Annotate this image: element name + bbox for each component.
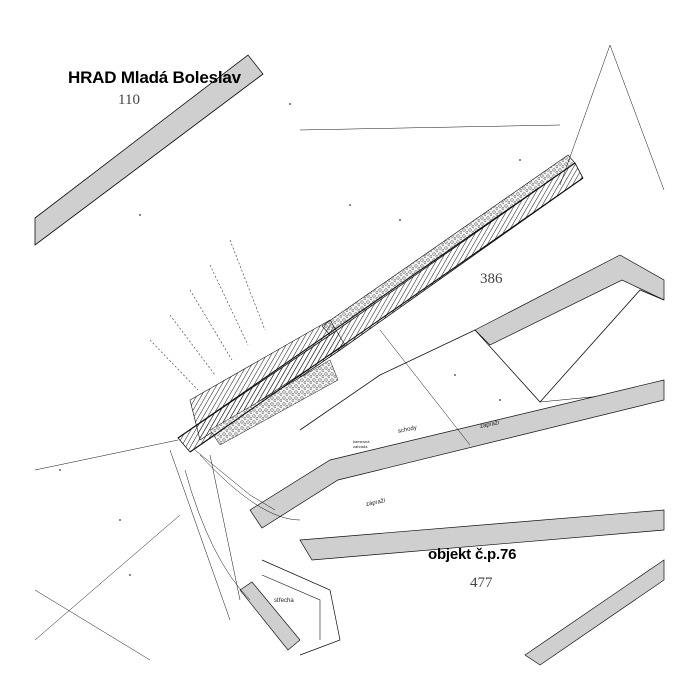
object-title: objekt č.p.76 — [428, 546, 517, 563]
retaining-wall — [177, 154, 584, 453]
label-strecha: střecha — [274, 598, 294, 604]
anchor-lines — [149, 239, 266, 391]
reference-lines — [34, 44, 665, 661]
building-477 — [239, 379, 665, 666]
label-kamenna-zahrada: kamenná zahrada — [353, 439, 370, 449]
castle-title: HRAD Mladá Boleslav — [68, 68, 241, 87]
parcel-number-110: 110 — [118, 92, 140, 108]
castle-wall — [34, 54, 264, 246]
survey-points — [59, 103, 521, 576]
parcel-number-477: 477 — [470, 575, 493, 591]
parcel-number-386: 386 — [480, 271, 503, 287]
building-386 — [299, 254, 665, 431]
